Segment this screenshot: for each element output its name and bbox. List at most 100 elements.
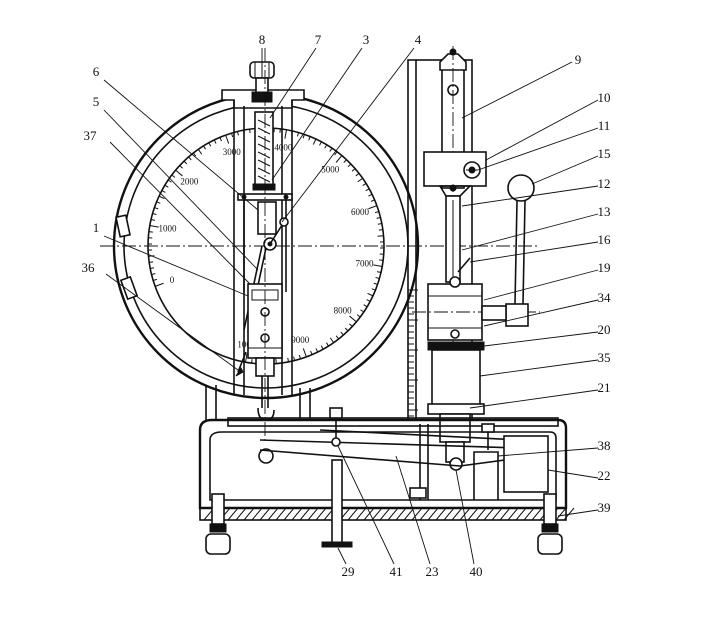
dial-right-leg (299, 388, 311, 420)
callout-29: 29 (342, 564, 355, 579)
callout-leader-11 (477, 127, 599, 171)
dial-label: 4000 (274, 143, 293, 153)
stop-pin (457, 257, 471, 273)
left-foot-post (211, 493, 225, 525)
lower-cylinder (431, 349, 481, 407)
callout-leader-29 (337, 547, 347, 565)
bottom-hatching (203, 507, 575, 521)
callout-leader-3 (271, 47, 363, 181)
callout-41: 41 (390, 564, 403, 579)
callout-9: 9 (575, 52, 582, 67)
callout-11: 11 (598, 118, 611, 133)
bottom-plate (199, 507, 567, 521)
dial-label: 3000 (223, 147, 242, 157)
callout-5: 5 (93, 94, 100, 109)
callout-23: 23 (426, 564, 439, 579)
callout-leader-22 (547, 469, 599, 479)
callout-13: 13 (598, 204, 611, 219)
callout-leader-41 (337, 445, 395, 565)
callout-1: 1 (93, 220, 100, 235)
callout-leader-12 (461, 185, 599, 207)
dial-label: 7000 (355, 258, 374, 268)
central-column (221, 48, 305, 464)
lift-foot (321, 541, 353, 548)
callout-leader-38 (497, 447, 599, 457)
spring-base (252, 183, 276, 191)
dial-label: 0 (170, 275, 175, 285)
callout-leader-39 (557, 509, 599, 517)
callout-leader-9 (461, 61, 573, 119)
callout-21: 21 (598, 380, 611, 395)
callout-leader-6 (103, 79, 259, 211)
column-left-plate (233, 100, 245, 395)
handle-ball (507, 174, 535, 202)
right-foot-pad (537, 533, 563, 555)
dial-label: 6000 (351, 207, 370, 217)
callout-leader-21 (469, 389, 599, 409)
lift-rod (331, 459, 343, 545)
callout-8: 8 (259, 32, 266, 47)
right-tower (407, 46, 540, 471)
dial-left-leg (205, 385, 217, 420)
callout-16: 16 (598, 232, 612, 247)
collar (427, 403, 485, 415)
dial-label: 5000 (321, 164, 340, 174)
callout-34: 34 (598, 290, 612, 305)
callout-6: 6 (93, 64, 100, 79)
counterweight-box (503, 435, 549, 493)
scale-tick-marks (408, 289, 418, 417)
sample-hook (261, 376, 269, 408)
callout-38: 38 (598, 438, 611, 453)
clamp-ring (427, 341, 485, 351)
callout-leader-35 (479, 359, 599, 377)
callout-3: 3 (363, 32, 370, 47)
weight-support (473, 451, 499, 500)
callout-leader-16 (469, 241, 599, 263)
callout-leader-19 (483, 269, 599, 301)
callout-leader-4 (281, 47, 415, 223)
callout-leader-23 (395, 455, 431, 565)
dial-label: 1000 (159, 224, 178, 234)
callout-36: 36 (82, 260, 96, 275)
callout-37: 37 (84, 128, 98, 143)
callout-22: 22 (598, 468, 611, 483)
dial-label: 8000 (334, 305, 353, 315)
callout-4: 4 (415, 32, 422, 47)
callout-40: 40 (470, 564, 483, 579)
callout-leader-1 (103, 235, 249, 297)
callout-leader-10 (485, 99, 599, 161)
top-rail (227, 417, 559, 427)
callout-19: 19 (598, 260, 611, 275)
pointer-needle (237, 351, 247, 373)
callout-leader-7 (269, 47, 317, 119)
callout-leader-36 (105, 273, 239, 371)
adjust-nut (251, 91, 273, 103)
rod-cap (439, 53, 467, 71)
callout-leader-37 (109, 141, 251, 285)
callout-20: 20 (598, 322, 611, 337)
balance-lever (259, 439, 521, 467)
pivot-block (257, 201, 277, 235)
dial-label: 2000 (180, 177, 199, 187)
callout-15: 15 (598, 146, 611, 161)
callout-35: 35 (598, 350, 611, 365)
callout-leader-15 (531, 155, 599, 185)
handle-grip (505, 303, 529, 327)
callout-39: 39 (598, 500, 611, 515)
callout-leader-40 (455, 469, 475, 565)
left-foot-pad (205, 533, 231, 555)
callout-leader-20 (483, 331, 599, 347)
right-foot-post (543, 493, 557, 525)
callout-leader-13 (461, 213, 599, 251)
callout-10: 10 (598, 90, 611, 105)
dial-tick-marks (148, 128, 384, 364)
rim-clip-upper (115, 214, 131, 238)
callout-leader-5 (103, 109, 259, 271)
base-housing (198, 407, 575, 555)
dial-label: 9000 (291, 335, 310, 345)
callout-leader-34 (483, 299, 599, 327)
callout-12: 12 (598, 176, 611, 191)
